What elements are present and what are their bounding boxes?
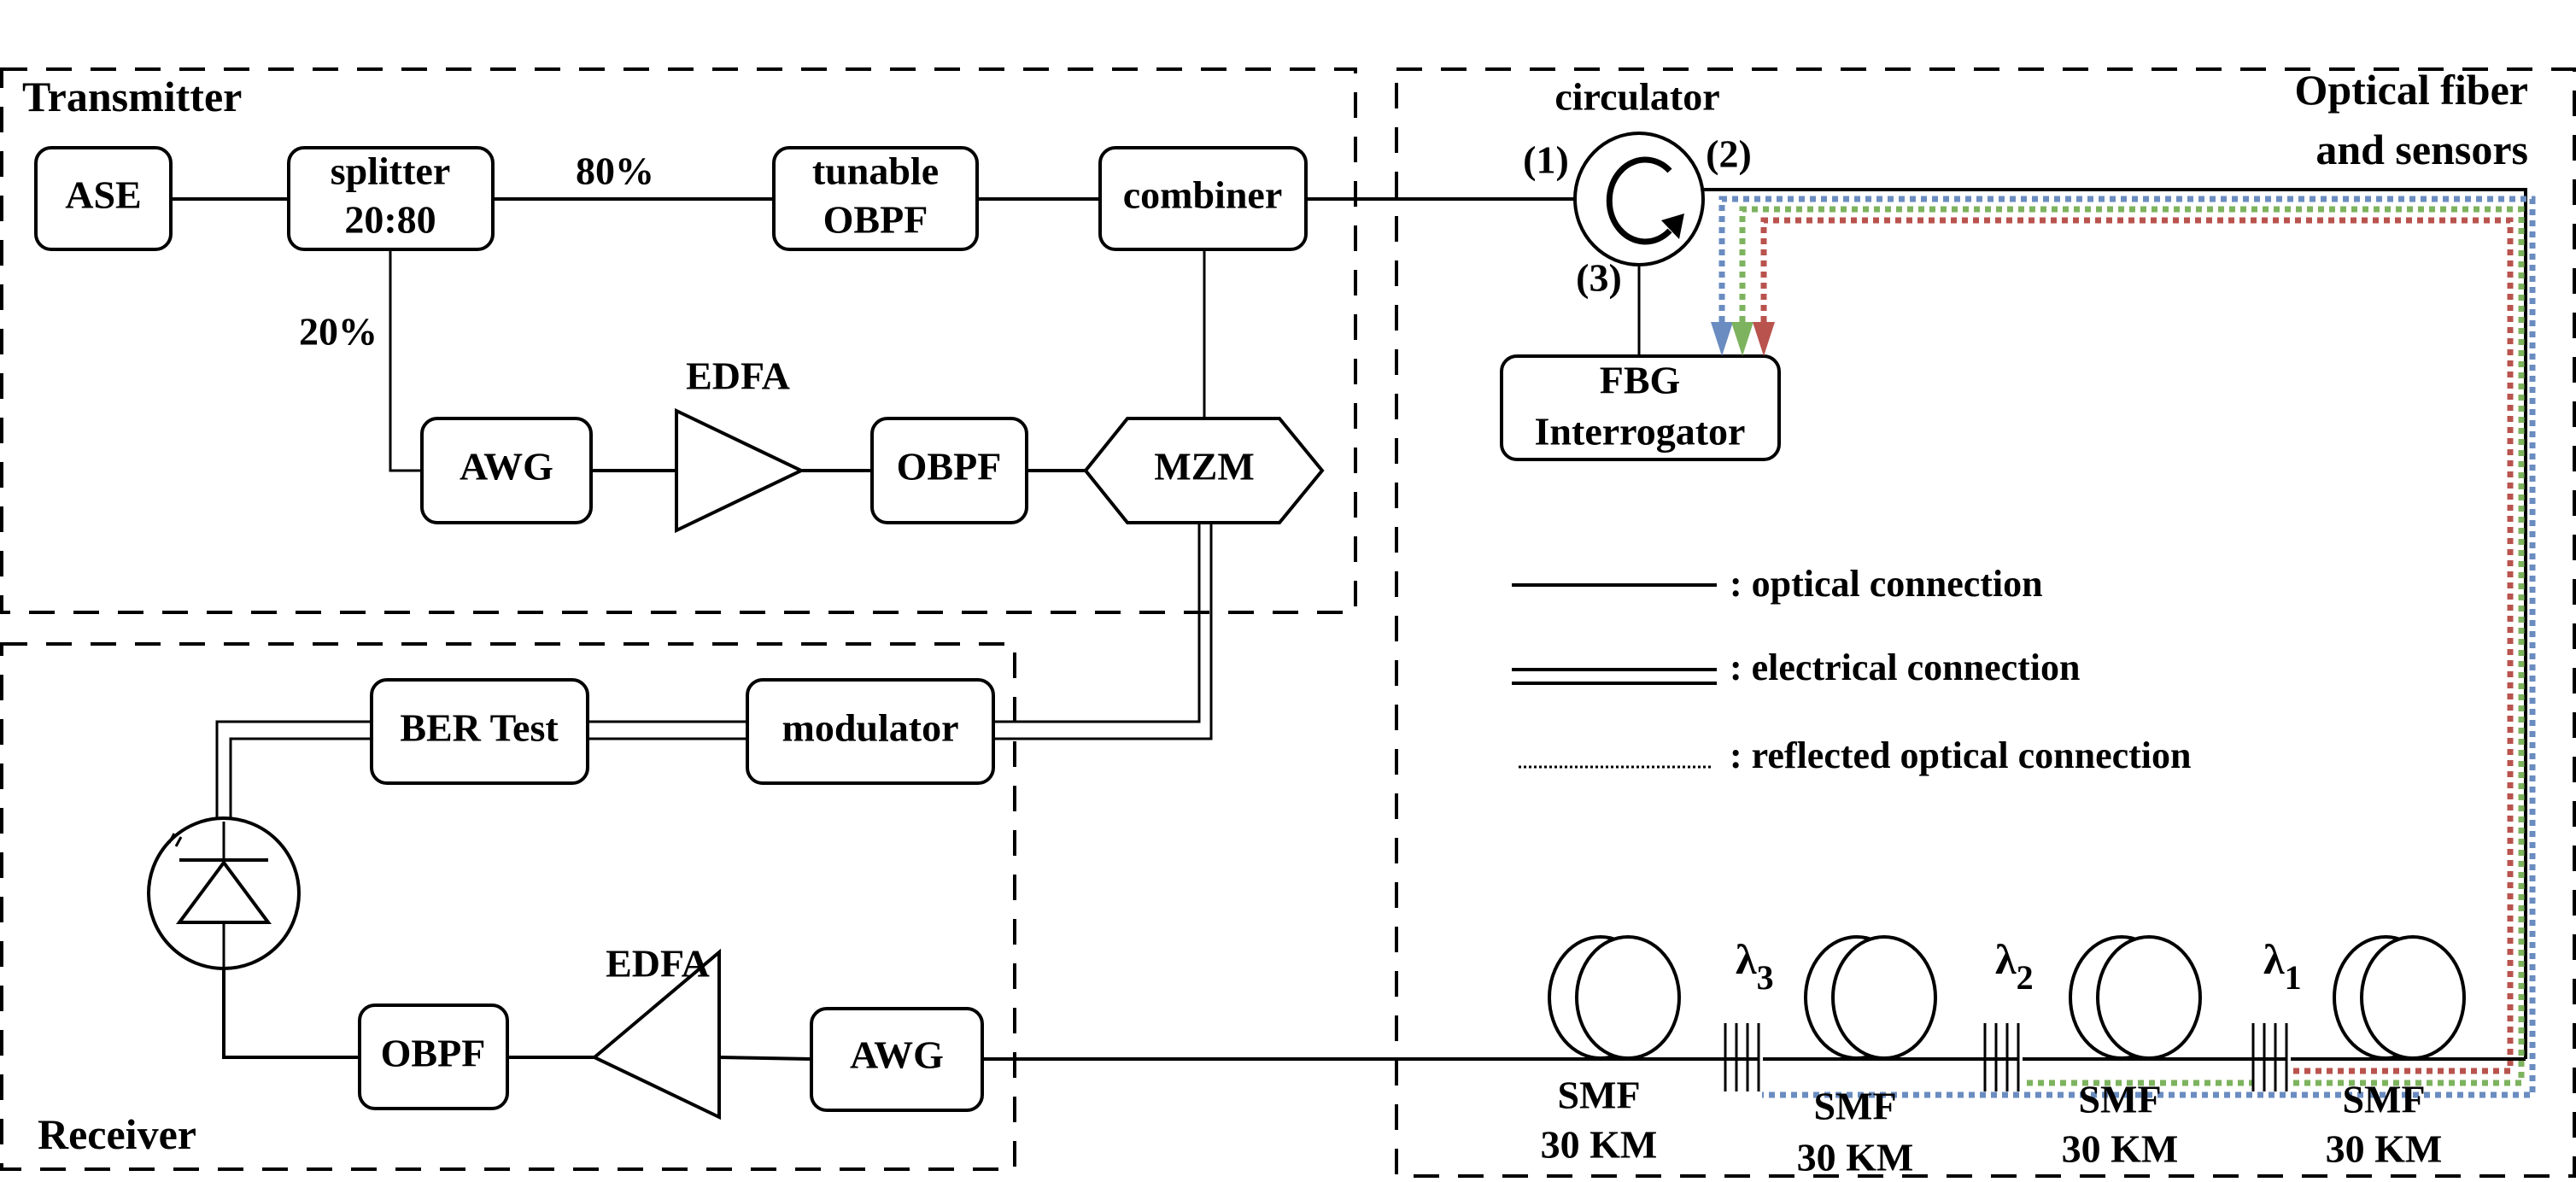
rx-edfa-triangle: [591, 948, 721, 1121]
rx-awg[interactable]: AWG: [810, 1007, 984, 1112]
tunable-obpf-label-2: OBPF: [823, 198, 928, 242]
reflected-arrow-green: [1731, 322, 1753, 356]
smf-spool[interactable]: SMF 30 KM: [1797, 935, 1937, 1179]
fbg-sensor[interactable]: λ3: [1724, 935, 1774, 1091]
ratio-80-label: 80%: [576, 149, 654, 193]
fbg-interrogator-label-1: FBG: [1600, 359, 1681, 402]
fbg-sensor[interactable]: λ1: [2251, 935, 2302, 1091]
reflected-path-blue: [1718, 196, 2536, 1098]
ber-test[interactable]: BER Test: [370, 678, 589, 785]
transmitter-title: Transmitter: [22, 73, 242, 120]
circulator-port-1: (1): [1523, 138, 1569, 182]
receiver-title: Receiver: [38, 1110, 196, 1158]
splitter-ratio: 20:80: [344, 198, 436, 242]
wavelength-label: λ3: [1736, 935, 1774, 997]
ratio-20-label: 20%: [299, 310, 378, 354]
mzm-modulator-electrical-inner: [993, 523, 1213, 740]
fiber-section: [1395, 67, 2576, 1178]
rx-obpf[interactable]: OBPF: [358, 1004, 509, 1110]
spool-front-ring: [1831, 935, 1937, 1060]
spool-front-ring: [2360, 935, 2466, 1060]
spool-front-ring: [2096, 935, 2202, 1060]
photodiode[interactable]: [147, 816, 301, 970]
splitter-awg-link: [389, 249, 422, 472]
tx-edfa-label: EDFA: [686, 354, 790, 398]
tunable-obpf-label-1: tunable: [812, 149, 939, 193]
mzm[interactable]: MZM: [1083, 417, 1325, 524]
circulator-port-3: (3): [1576, 256, 1622, 300]
reflected-arrow-red: [1753, 322, 1775, 356]
spool-length-label: 30 KM: [1541, 1123, 1658, 1167]
ase-source[interactable]: ASE: [34, 146, 173, 251]
fbg-interrogator[interactable]: FBG Interrogator: [1500, 354, 1781, 461]
spool-length-label: 30 KM: [2062, 1127, 2179, 1171]
circulator-label: circulator: [1554, 75, 1719, 119]
fbg-interrogator-label-2: Interrogator: [1535, 410, 1746, 453]
modulator[interactable]: modulator: [746, 678, 995, 785]
smf-spool[interactable]: SMF 30 KM: [2062, 935, 2202, 1171]
smf-spool[interactable]: SMF 30 KM: [2326, 935, 2466, 1171]
spool-type-label: SMF: [2078, 1078, 2161, 1121]
spool-length-label: 30 KM: [2326, 1127, 2443, 1171]
legend-electrical-text: : electrical connection: [1730, 647, 2081, 688]
legend-optical-text: : optical connection: [1730, 563, 2043, 605]
rx-obpf-label: OBPF: [381, 1032, 486, 1075]
fiber-title-line2: and sensors: [2315, 126, 2528, 173]
tx-awg-label: AWG: [460, 445, 553, 489]
spool-type-label: SMF: [1557, 1074, 1640, 1117]
mzm-modulator-electrical-outer: [993, 523, 1201, 723]
pd-obpf-link: [222, 968, 360, 1059]
wavelength-label: λ1: [2263, 935, 2302, 997]
splitter[interactable]: splitter 20:80: [287, 146, 495, 251]
ber-pd-electrical-2: [229, 737, 372, 822]
tx-edfa[interactable]: EDFA: [675, 354, 805, 534]
mzm-label: MZM: [1154, 445, 1255, 489]
spool-length-label: 30 KM: [1797, 1136, 1914, 1179]
rx-edfa[interactable]: EDFA: [591, 942, 721, 1121]
circulator-arrow-icon: [1606, 156, 1672, 245]
tx-obpf-label: OBPF: [897, 445, 1002, 489]
legend-reflected-text: : reflected optical connection: [1730, 734, 2191, 776]
tunable-obpf[interactable]: tunable OBPF: [772, 146, 979, 251]
wavelength-label: λ2: [1995, 935, 2034, 997]
reflected-arrow-blue: [1711, 322, 1733, 356]
combiner[interactable]: combiner: [1098, 146, 1308, 251]
reflected-path-green: [1739, 206, 2525, 1086]
circulator-arrowhead: [1661, 214, 1684, 239]
tx-awg[interactable]: AWG: [420, 417, 593, 524]
transmitter-section: [0, 67, 1357, 614]
ber-pd-electrical-1: [215, 720, 372, 822]
spool-type-label: SMF: [1813, 1085, 1896, 1128]
light-ray-icon-1: [167, 833, 176, 844]
ase-label: ASE: [65, 173, 141, 217]
smf-spool[interactable]: SMF 30 KM: [1541, 935, 1681, 1167]
tx-edfa-triangle: [675, 407, 805, 534]
circulator-port-2: (2): [1706, 132, 1752, 176]
fbg-sensor[interactable]: λ2: [1983, 935, 2034, 1091]
receiver-section: [0, 642, 1016, 1171]
ber-test-label: BER Test: [400, 706, 559, 750]
circulator[interactable]: [1573, 132, 1705, 266]
reflected-path-red: [1760, 217, 2514, 1074]
spool-type-label: SMF: [2342, 1078, 2425, 1121]
legend: : optical connection : electrical connec…: [1512, 563, 2191, 776]
splitter-label: splitter: [331, 149, 451, 193]
spool-front-ring: [1575, 935, 1681, 1060]
rx-awg-label: AWG: [850, 1033, 944, 1077]
fiber-title-line1: Optical fiber: [2294, 66, 2528, 114]
modulator-label: modulator: [782, 706, 959, 750]
light-ray-icon-2: [174, 836, 183, 847]
circulator-fiber-link: [1703, 188, 2527, 1059]
combiner-label: combiner: [1123, 173, 1283, 217]
mzm-hexagon: [1083, 417, 1325, 524]
edfa-awg-rx-link: [718, 1056, 812, 1061]
tx-obpf[interactable]: OBPF: [870, 417, 1028, 524]
rx-edfa-label: EDFA: [606, 942, 710, 986]
